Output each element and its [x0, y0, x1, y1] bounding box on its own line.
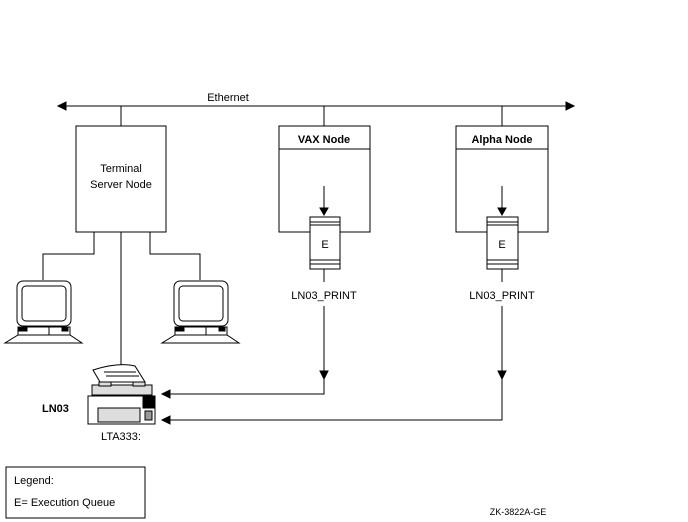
ethernet-label: Ethernet [207, 92, 249, 104]
execution-queue-icon: E [486, 216, 519, 270]
legend: Legend: E= Execution Queue [5, 466, 146, 519]
alpha-node: Alpha Node E LN03_PRINT [160, 106, 549, 425]
terminal-server-label-line2: Server Node [90, 179, 152, 191]
terminal-icon [160, 280, 241, 344]
legend-title: Legend: [14, 475, 54, 487]
vax-node-title: VAX Node [298, 134, 350, 146]
terminal-server-node: Terminal Server Node [42, 106, 201, 366]
execution-queue-icon: E [309, 216, 341, 270]
alpha-queue-name: LN03_PRINT [469, 290, 535, 302]
terminal-icon [3, 280, 84, 344]
figure-id: ZK-3822A-GE [490, 507, 547, 517]
ethernet-bus: Ethernet [56, 92, 576, 111]
printer-name: LN03 [42, 403, 69, 415]
legend-entry: E= Execution Queue [14, 497, 115, 509]
alpha-node-title: Alpha Node [471, 134, 532, 146]
vax-queue-letter: E [321, 239, 328, 251]
vax-node: VAX Node E LN03_PRINT [160, 106, 371, 399]
vax-queue-name: LN03_PRINT [291, 290, 357, 302]
printer-port: LTA333: [101, 431, 141, 443]
printer-icon [87, 364, 156, 425]
alpha-queue-letter: E [498, 239, 505, 251]
terminal-server-label-line1: Terminal [100, 163, 142, 175]
